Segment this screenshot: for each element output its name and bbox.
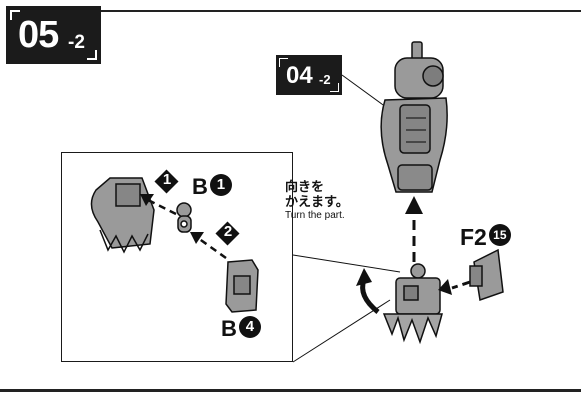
- reference-sub-number: -2: [319, 72, 331, 87]
- corner-mark: [10, 10, 20, 20]
- corner-mark: [279, 58, 288, 67]
- arrow-head-icon: [140, 194, 154, 206]
- rotate-arrow-icon: [360, 279, 380, 314]
- step-number: 05: [18, 14, 59, 56]
- instruction-jp-line1: 向きを: [285, 179, 325, 194]
- reference-leader: [341, 74, 391, 111]
- instruction-jp-line2: かえます。: [285, 193, 349, 209]
- arrow-head-icon: [438, 279, 452, 295]
- dashed-arrow-left: [451, 280, 471, 290]
- part-b4-shape: [225, 259, 259, 313]
- corner-mark: [87, 50, 97, 60]
- bottom-rule: [0, 389, 581, 392]
- lower-assembly-part: [382, 263, 443, 345]
- instruction-text: 向きを かえます。 Turn the part.: [285, 179, 349, 221]
- arrow-head-icon: [405, 196, 423, 214]
- top-rule: [100, 10, 581, 12]
- step-label: 05 -2: [6, 6, 101, 64]
- callout-line: [292, 254, 401, 273]
- reference-number: 04: [286, 62, 313, 89]
- reference-label: 04 -2: [276, 55, 342, 95]
- upper-assembly-part: [380, 41, 448, 193]
- step-sub-number: -2: [68, 32, 85, 53]
- part-f2-shape: [469, 248, 504, 302]
- dashed-arrow-step1: [147, 198, 177, 216]
- step2-diamond-marker: 2: [215, 221, 240, 246]
- dashed-arrow-step2: [197, 236, 227, 260]
- rotate-arrow-head-icon: [356, 268, 372, 286]
- corner-mark: [330, 83, 339, 92]
- instruction-en: Turn the part.: [285, 209, 345, 221]
- hand-part-shape: [90, 177, 155, 254]
- step1-diamond-marker: 1: [154, 169, 179, 194]
- arrow-head-icon: [190, 232, 204, 244]
- part-b1-shape: [176, 202, 192, 233]
